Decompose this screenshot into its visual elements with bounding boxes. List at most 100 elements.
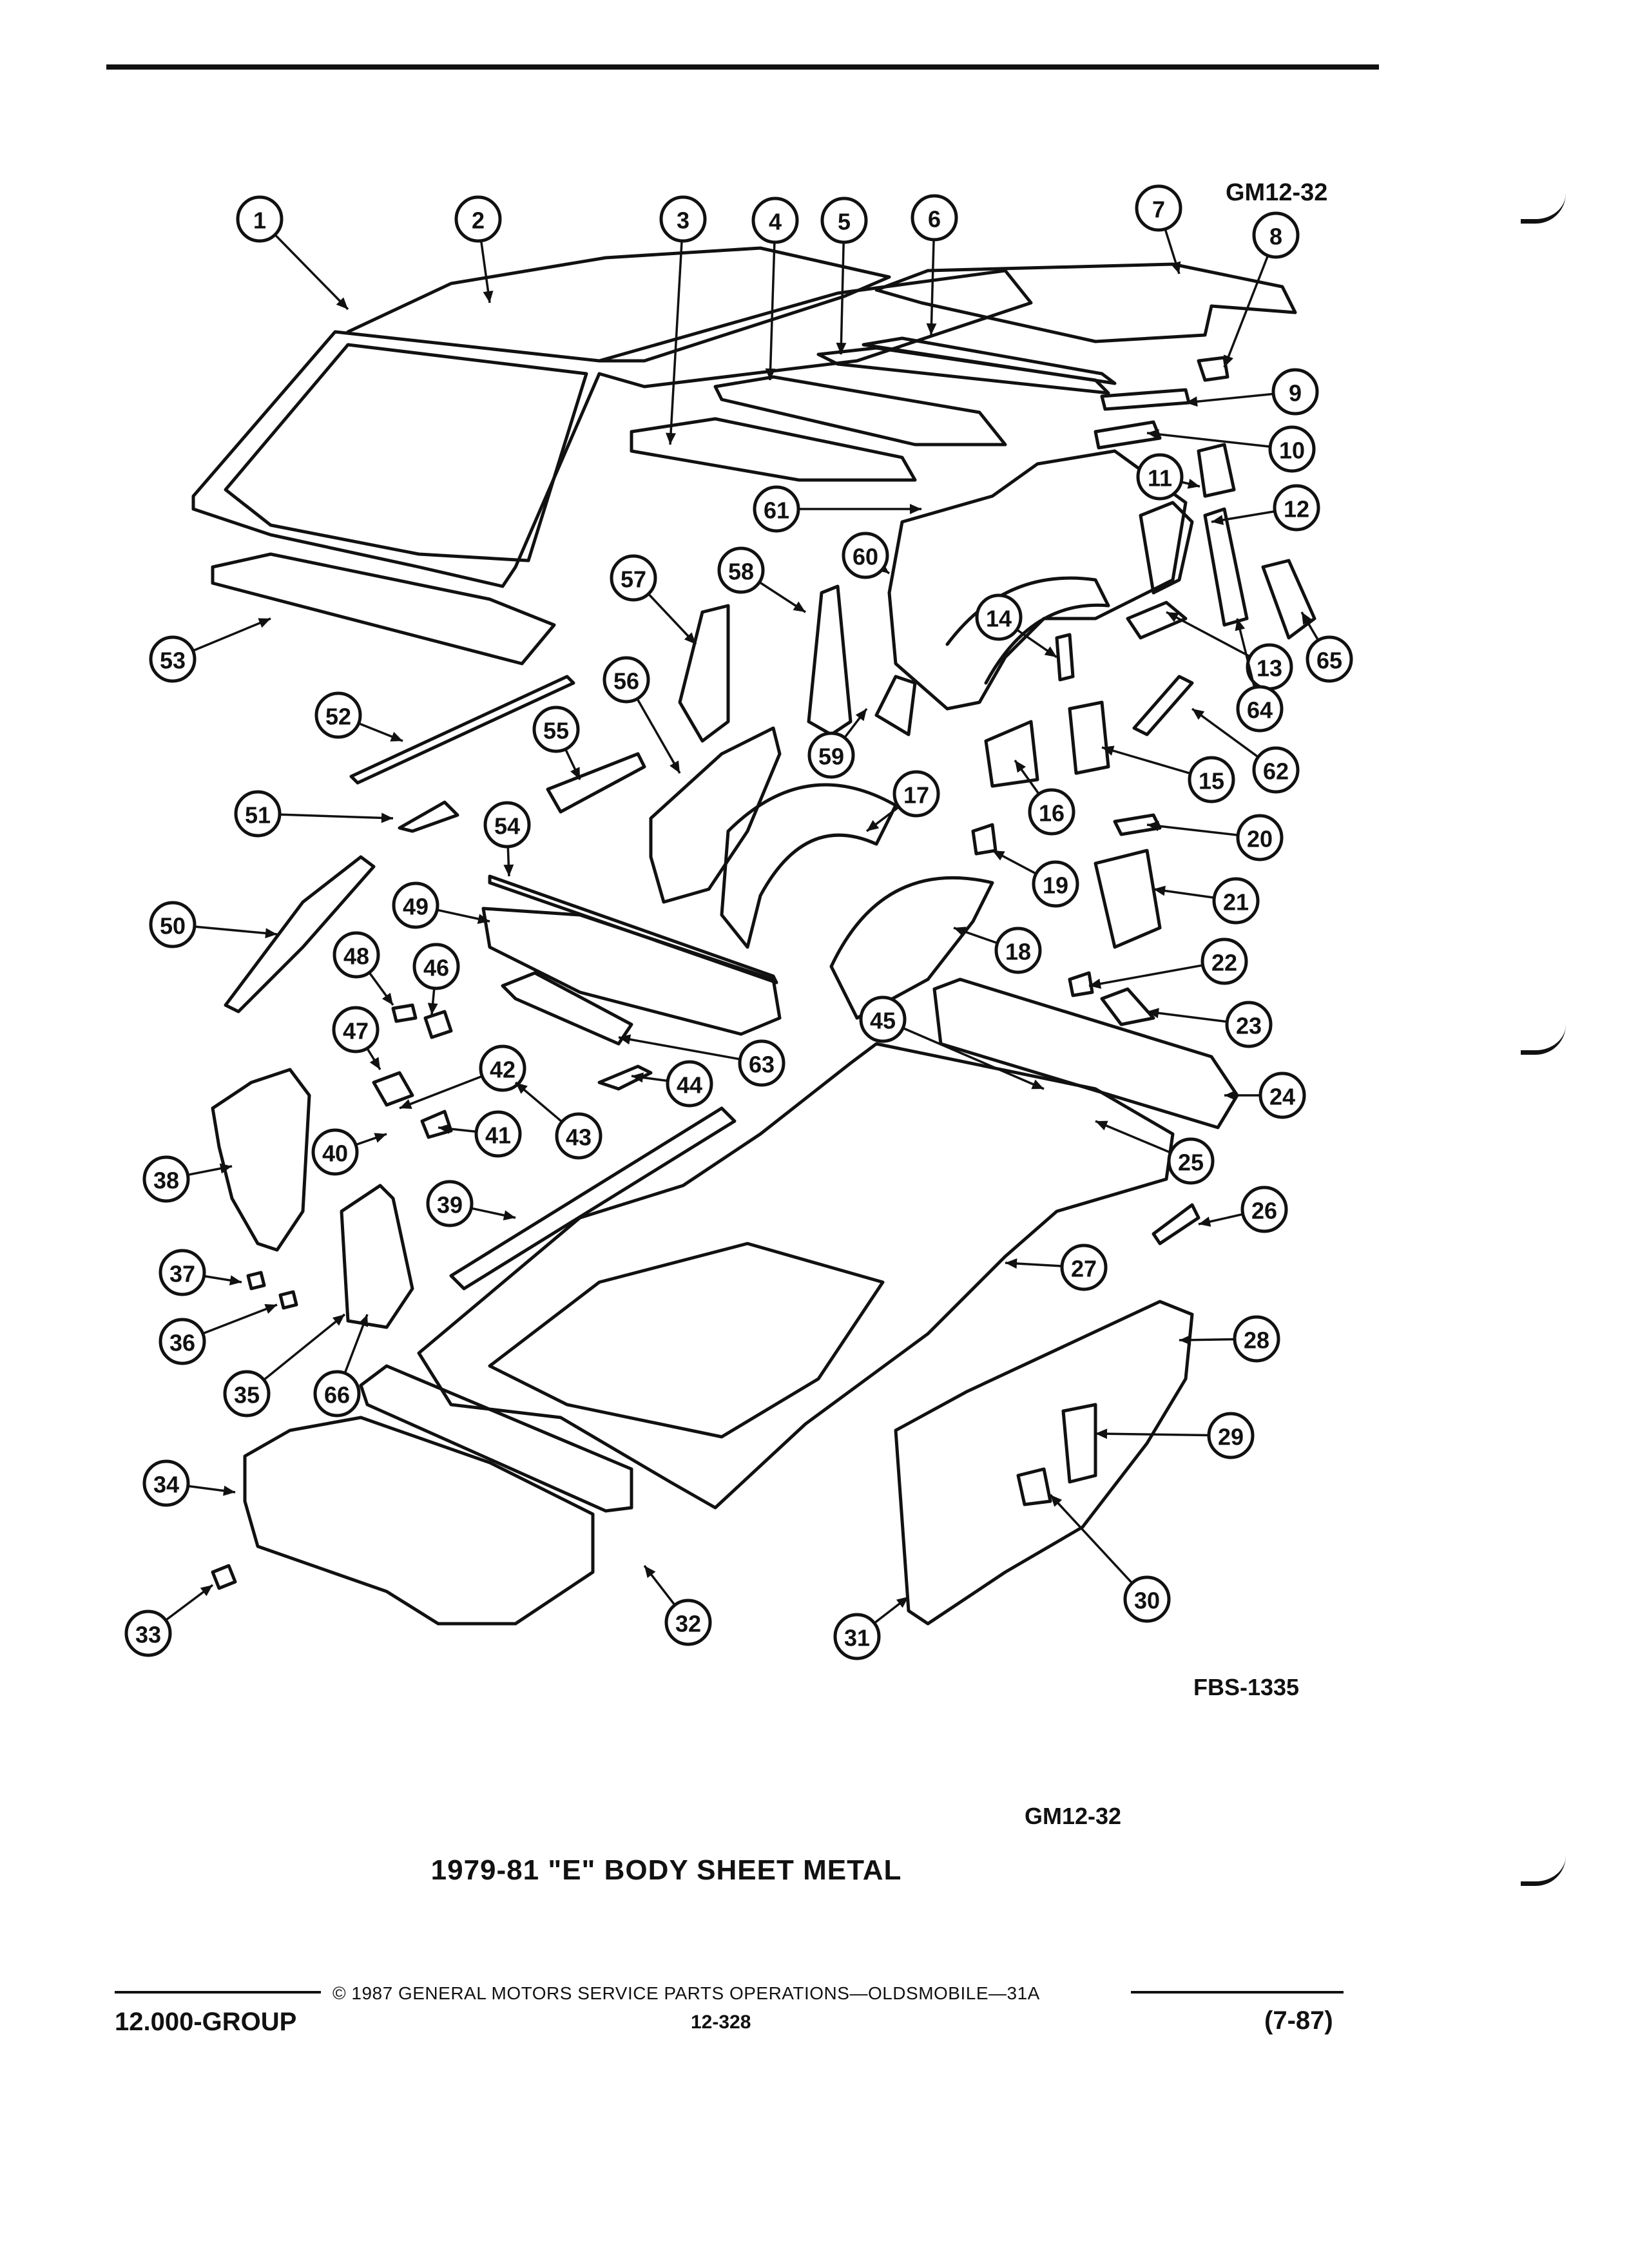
callout-circle-44 [666, 1060, 713, 1108]
bar-63 [501, 971, 633, 1046]
arrowhead-35 [332, 1314, 345, 1326]
arrowhead-63 [619, 1034, 631, 1045]
callout-number: 50 [160, 913, 186, 939]
callout-number: 24 [1269, 1084, 1295, 1110]
leader-line-3 [669, 240, 683, 445]
callout-number: 20 [1247, 826, 1273, 852]
wheelhouse-17 [720, 783, 898, 949]
arrowhead-20 [1147, 821, 1159, 831]
callout-36: 36 [159, 1303, 278, 1365]
callout-circle-61 [753, 485, 800, 533]
footer-copyright: © 1987 GENERAL MOTORS SERVICE PARTS OPER… [333, 1983, 1040, 2003]
arrowhead-22 [1089, 978, 1102, 989]
arrowhead-41 [438, 1123, 450, 1134]
callout-circle-64 [1236, 685, 1284, 733]
callout-65: 65 [1300, 611, 1353, 683]
callout-66: 66 [313, 1314, 369, 1418]
callout-27: 27 [1005, 1244, 1108, 1291]
cowl-32 [359, 1364, 633, 1513]
callout-20: 20 [1146, 814, 1284, 861]
callout-number: 6 [928, 206, 941, 233]
arrowhead-31 [896, 1597, 909, 1608]
callout-circle-19 [1032, 860, 1079, 908]
arrowhead-49 [477, 914, 490, 924]
callout-circle-22 [1200, 937, 1248, 985]
callout-44: 44 [631, 1060, 713, 1108]
callout-circle-17 [892, 770, 940, 818]
rail-10 [1094, 420, 1162, 450]
leader-line-36 [202, 1303, 278, 1335]
callout-circle-5 [820, 197, 868, 244]
callout-63: 63 [618, 1034, 786, 1087]
bracket-20 [1113, 813, 1162, 836]
arrowhead-6 [926, 323, 937, 335]
callout-56: 56 [602, 656, 681, 774]
callout-3: 3 [659, 195, 707, 445]
arrowhead-32 [644, 1566, 656, 1579]
leader-line-63 [618, 1036, 740, 1061]
arrowhead-57 [684, 632, 696, 644]
arrowhead-52 [390, 731, 403, 742]
pillar-35 [340, 1184, 414, 1329]
callout-circle-57 [610, 554, 657, 602]
leader-line-50 [194, 925, 278, 936]
callout-circle-1 [236, 195, 284, 243]
leader-line-51 [279, 813, 394, 820]
roof-bow-3 [630, 417, 917, 482]
callout-1: 1 [236, 195, 349, 311]
callout-number: 35 [234, 1382, 260, 1408]
callout-number: 29 [1218, 1424, 1244, 1450]
callout-number: 44 [677, 1072, 702, 1099]
callout-number: 33 [135, 1622, 161, 1648]
quarter-outer-28 [894, 1300, 1194, 1626]
callout-circle-53 [149, 635, 197, 683]
callout-35: 35 [223, 1313, 346, 1418]
callout-circle-59 [807, 731, 855, 779]
callout-29: 29 [1095, 1412, 1255, 1459]
wheelhouse-arch [945, 576, 1110, 685]
leader-line-4 [769, 242, 776, 381]
panel-65 [1261, 559, 1316, 640]
bracket-37 [246, 1271, 266, 1291]
arrowhead-55 [570, 767, 580, 780]
callout-number: 19 [1043, 872, 1068, 899]
leader-line-10 [1146, 432, 1271, 448]
callout-circle-4 [751, 197, 799, 244]
callout-17: 17 [865, 770, 940, 832]
leader-line-5 [840, 242, 845, 355]
callout-number: 11 [1148, 465, 1172, 492]
arrowhead-33 [200, 1585, 213, 1597]
leader-line-13 [1166, 611, 1251, 658]
callout-45: 45 [859, 995, 1045, 1090]
callout-circle-29 [1207, 1412, 1255, 1459]
floor-pan-inner [488, 1242, 885, 1439]
binder-mark-top [1521, 193, 1566, 224]
callout-11: 11 [1136, 453, 1200, 501]
arrowhead-54 [503, 864, 514, 876]
callout-circle-58 [717, 546, 765, 594]
callout-41: 41 [438, 1110, 522, 1158]
callout-number: 32 [675, 1611, 701, 1637]
callout-number: 36 [169, 1330, 195, 1356]
arrowhead-46 [427, 1003, 438, 1015]
callout-19: 19 [992, 849, 1079, 908]
footer-page-number: 12-328 [691, 2012, 751, 2033]
callout-circle-52 [314, 691, 362, 739]
inner-panel-56 [649, 726, 782, 904]
callout-circle-63 [738, 1039, 786, 1087]
bracket-22 [1068, 971, 1094, 997]
callout-number: 52 [325, 704, 351, 730]
callout-16: 16 [1014, 759, 1075, 836]
arrowhead-14 [1044, 646, 1057, 657]
arrowhead-1 [336, 297, 348, 309]
arrowhead-9 [1186, 396, 1198, 407]
callout-circle-30 [1123, 1575, 1171, 1623]
callout-6: 6 [911, 194, 958, 336]
rocker-rail-39 [449, 1106, 737, 1291]
callout-9: 9 [1185, 368, 1319, 416]
callout-24: 24 [1224, 1072, 1306, 1119]
callout-circle-36 [159, 1318, 206, 1365]
callout-number: 34 [153, 1472, 179, 1498]
callout-49: 49 [392, 881, 490, 929]
arrowhead-3 [666, 432, 677, 445]
